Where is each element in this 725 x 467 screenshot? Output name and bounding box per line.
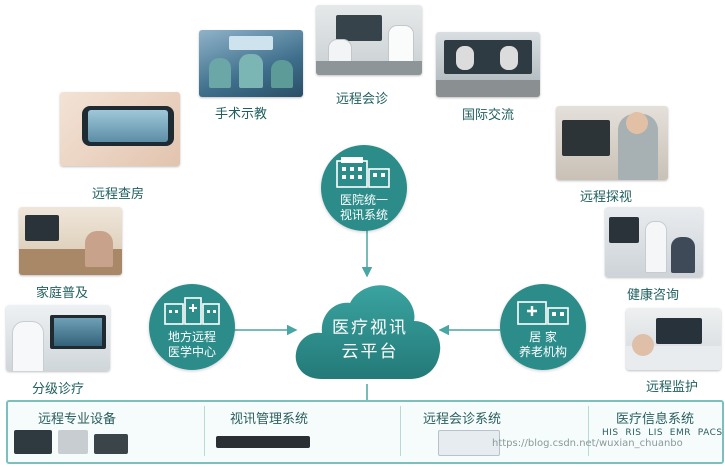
rounds-photo bbox=[60, 92, 180, 166]
cloud-shape bbox=[295, 285, 441, 379]
intl-caption: 国际交流 bbox=[462, 108, 515, 123]
family-caption: 家庭普及 bbox=[36, 286, 89, 301]
seg-video-mgmt-title: 视讯管理系统 bbox=[229, 412, 308, 427]
surgery-caption: 手术示教 bbox=[215, 107, 268, 122]
hospital-system-line1: 医院统一 bbox=[339, 193, 388, 207]
monitor-photo bbox=[626, 308, 721, 370]
hospital-icon bbox=[517, 301, 569, 325]
panel-seg-consult-system: 远程会诊系统 bbox=[402, 402, 582, 458]
surgery-photo bbox=[199, 30, 303, 97]
regional-center-line1: 地方远程 bbox=[167, 330, 216, 344]
panel-seg-video-mgmt: 视讯管理系统 bbox=[206, 402, 396, 458]
visit-photo bbox=[556, 106, 668, 180]
cloud-label: 医疗视讯 云平台 bbox=[300, 316, 440, 364]
regional-center-node: 地方远程 医学中心 bbox=[149, 284, 235, 370]
device-thumb bbox=[14, 430, 52, 454]
triage-caption: 分级诊疗 bbox=[32, 382, 85, 397]
hospital-system-line2: 视讯系统 bbox=[339, 208, 388, 222]
panel-separator bbox=[204, 406, 205, 456]
hospital-icon bbox=[164, 297, 220, 325]
watermark: https://blog.csdn.net/wuxian_chuanbo bbox=[492, 438, 683, 449]
hospital-system-node: 医院统一 视讯系统 bbox=[321, 145, 407, 231]
panel-separator bbox=[588, 406, 589, 456]
family-photo bbox=[19, 207, 122, 275]
software-thumb bbox=[438, 430, 500, 456]
health-photo bbox=[605, 207, 703, 277]
cloud-line1: 医疗视讯 bbox=[332, 318, 408, 338]
infrastructure-panel: 远程专业设备 视讯管理系统 远程会诊系统 医疗信息系统 HIS RIS LIS … bbox=[6, 400, 724, 464]
regional-center-line2: 医学中心 bbox=[167, 345, 216, 359]
consult-photo bbox=[316, 5, 422, 75]
elder-care-node: 居 家 养老机构 bbox=[500, 284, 586, 370]
hospital-icon bbox=[336, 157, 390, 188]
monitor-caption: 远程监护 bbox=[646, 380, 699, 395]
panel-seg-medical-info: 医疗信息系统 HIS RIS LIS EMR PACS bbox=[590, 402, 723, 458]
his-labels: HIS RIS LIS EMR PACS bbox=[602, 428, 723, 438]
panel-seg-devices: 远程专业设备 bbox=[8, 402, 198, 458]
cloud-line2: 云平台 bbox=[341, 342, 399, 362]
device-thumb bbox=[94, 434, 128, 454]
health-caption: 健康咨询 bbox=[627, 288, 680, 303]
device-thumb bbox=[58, 430, 88, 454]
intl-photo bbox=[436, 32, 540, 97]
seg-devices-title: 远程专业设备 bbox=[37, 412, 116, 427]
server-thumb bbox=[216, 436, 310, 448]
visit-caption: 远程探视 bbox=[580, 190, 633, 205]
rounds-caption: 远程查房 bbox=[92, 187, 145, 202]
seg-medical-info-title: 医疗信息系统 bbox=[615, 412, 694, 427]
consult-caption: 远程会诊 bbox=[336, 92, 389, 107]
elder-care-line2: 养老机构 bbox=[518, 345, 567, 359]
panel-separator bbox=[400, 406, 401, 456]
triage-photo bbox=[6, 305, 110, 371]
seg-consult-title: 远程会诊系统 bbox=[422, 412, 501, 427]
elder-care-line1: 居 家 bbox=[529, 330, 557, 344]
